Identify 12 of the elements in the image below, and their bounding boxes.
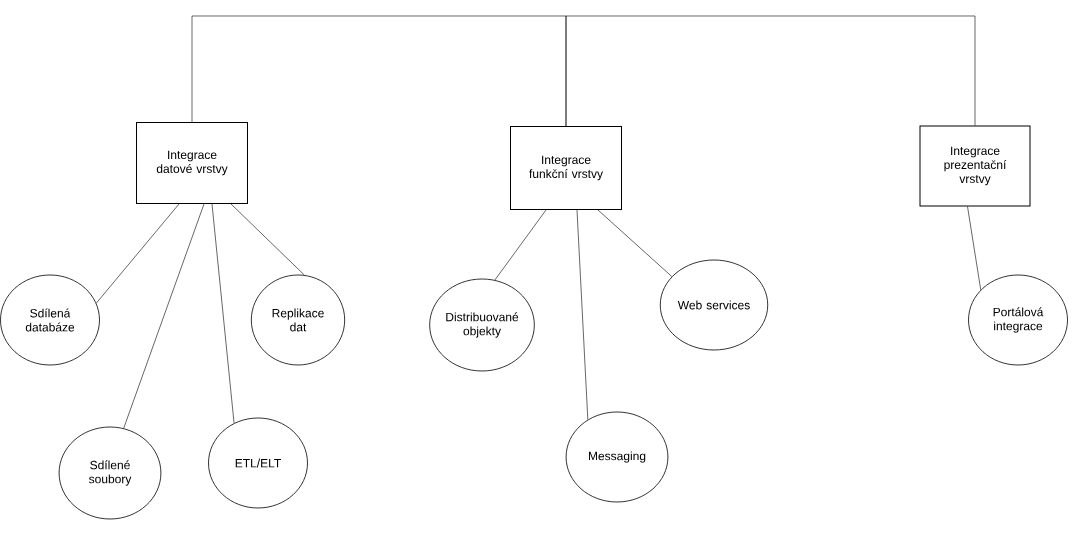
connector-line <box>576 209 589 420</box>
layer-box: Integrace datové vrstvy <box>136 122 248 204</box>
layer-box: Integrace funkční vrstvy <box>510 126 622 210</box>
layer-box: Integrace prezentační vrstvy <box>919 125 1031 207</box>
connector-line <box>967 206 982 291</box>
connector-line <box>597 209 673 277</box>
connector-line <box>96 203 180 304</box>
connector-line <box>565 15 976 127</box>
connector-line <box>211 203 235 424</box>
connector-line <box>230 203 305 276</box>
connector-line <box>494 209 547 281</box>
connector-line <box>123 203 205 429</box>
